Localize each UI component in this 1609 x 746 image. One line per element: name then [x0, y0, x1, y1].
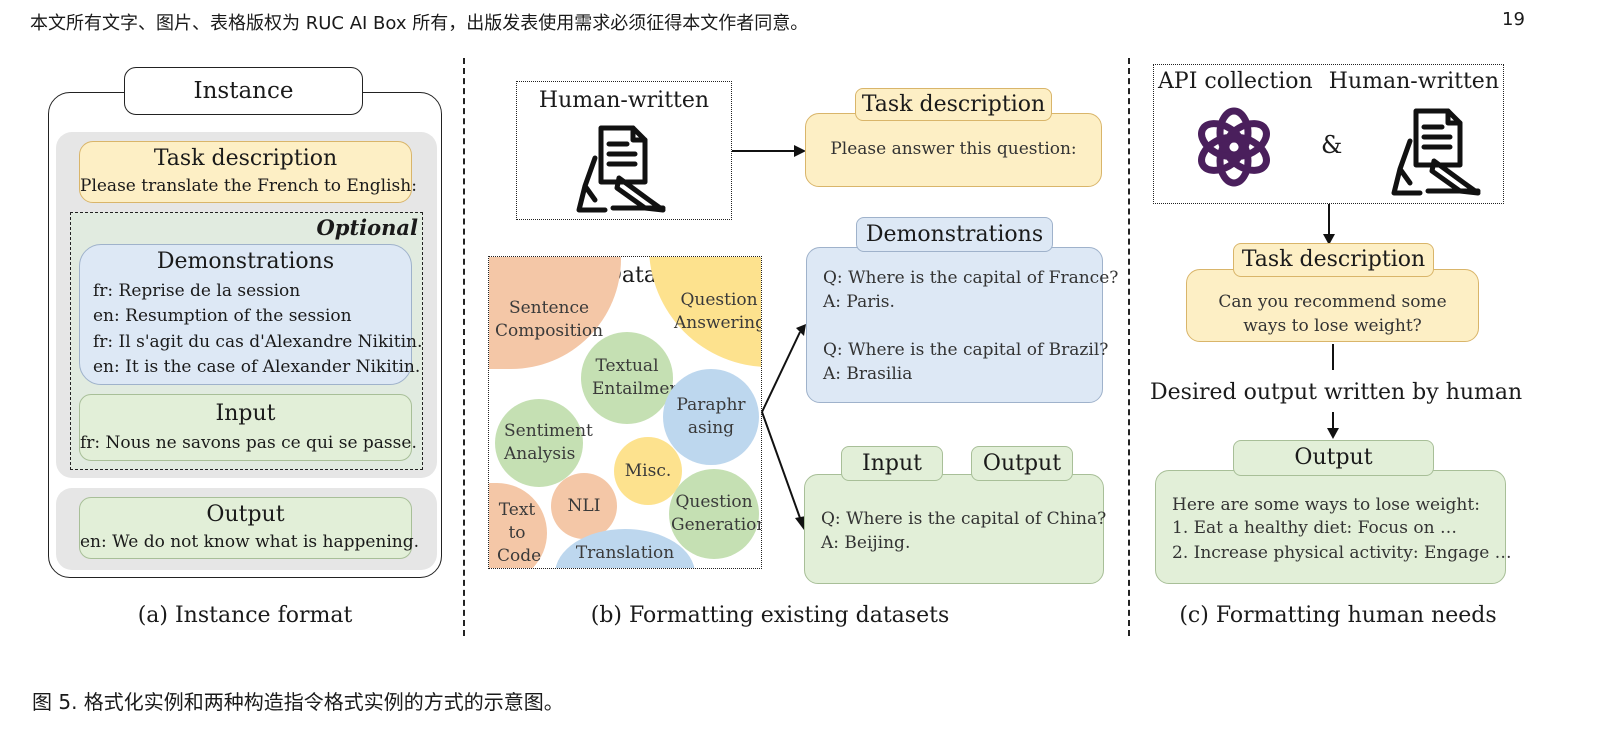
human-written-label: Human-written — [538, 88, 710, 113]
bubble-label: Misc. — [624, 460, 672, 481]
caption-c: (c) Formatting human needs — [1179, 603, 1497, 628]
io-line: Q: Where is the capital of China? — [821, 509, 1107, 529]
bubble-label: Sentiment Analysis — [504, 421, 593, 464]
demo-line: en: Resumption of the session — [93, 306, 352, 326]
bubble-label: Paraphrasing — [676, 395, 746, 438]
arrow-desired-to-output — [1327, 412, 1339, 439]
demo-line: Q: Where is the capital of France? — [823, 268, 1119, 288]
input-title: Input — [215, 401, 276, 426]
demonstrations-box: Demonstrations fr: Reprise de la session… — [79, 244, 422, 385]
output-box: Here are some ways to lose weight: 1. Ea… — [1155, 470, 1512, 584]
task-description-title: Task description — [153, 146, 338, 171]
arrow-human-to-task — [732, 145, 806, 157]
demonstrations-tab: Demonstrations — [856, 217, 1053, 252]
task-description-box: Task description Please translate the Fr… — [79, 141, 417, 203]
connector-line — [1332, 344, 1334, 370]
output-text: en: We do not know what is happening. — [80, 532, 420, 552]
arrow-source-to-task — [1323, 204, 1335, 245]
task-description-tab: Task description — [1233, 243, 1434, 277]
output-line: 1. Eat a healthy diet: Focus on … — [1172, 518, 1457, 538]
page-number: 19 — [1502, 9, 1525, 30]
bubble-label: Text to Code — [497, 499, 542, 566]
demonstrations-title: Demonstrations — [156, 249, 335, 274]
io-line: A: Beijing. — [821, 533, 911, 553]
demo-line: Q: Where is the capital of Brazil? — [823, 340, 1109, 360]
figure-caption: 图 5. 格式化实例和两种构造指令格式实例的方式的示意图。 — [32, 690, 564, 714]
caption-b: (b) Formatting existing datasets — [590, 603, 950, 628]
handwriting-icon — [1391, 108, 1481, 196]
task-description-tab: Task description — [855, 88, 1052, 121]
demo-line: fr: Il s'agit du cas d'Alexandre Nikitin… — [93, 332, 423, 352]
bubble-textual-entailment: Textual Entailment — [581, 332, 688, 424]
task-description-box: Please answer this question: — [805, 113, 1102, 187]
bubble-misc: Misc. — [614, 437, 682, 505]
output-box: Output en: We do not know what is happen… — [79, 497, 420, 559]
output-title: Output — [206, 502, 285, 527]
demonstrations-box: Q: Where is the capital of France? A: Pa… — [806, 247, 1118, 403]
output-line: Here are some ways to lose weight: — [1172, 495, 1480, 515]
output-tab: Output — [1233, 440, 1434, 476]
arrows-datasets-to-examples — [761, 324, 806, 530]
demo-line: A: Paris. — [823, 292, 895, 312]
copyright-notice: 本文所有文字、图片、表格版权为 RUC AI Box 所有，出版发表使用需求必须… — [30, 13, 809, 34]
api-collection-label: API collection — [1158, 69, 1313, 94]
bubble-label: NLI — [567, 495, 601, 516]
divider-right — [1128, 58, 1130, 636]
desired-output-label: Desired output written by human — [1150, 380, 1523, 405]
demo-line: en: It is the case of Alexander Nikitin. — [93, 357, 421, 377]
input-box: Input fr: Nous ne savons pas ce qui se p… — [79, 394, 417, 461]
input-text: fr: Nous ne savons pas ce qui se passe. — [80, 433, 417, 453]
bubble-nli: NLI — [551, 473, 617, 539]
input-output-box: Q: Where is the capital of China? A: Bei… — [804, 474, 1107, 584]
output-tab: Output — [971, 446, 1073, 481]
bubble-paraphrasing: Paraphrasing — [663, 369, 759, 465]
bubble-label: Question Answering — [674, 290, 762, 333]
input-tab: Input — [841, 446, 943, 481]
output-line: 2. Increase physical activity: Engage … — [1172, 543, 1512, 563]
caption-a: (a) Instance format — [137, 603, 353, 628]
instance-label: Instance — [124, 67, 363, 115]
nlp-datasets-box: NLP Datasets Sentence Composition Questi… — [488, 256, 762, 569]
openai-logo-icon — [1198, 107, 1270, 187]
task-description-box: Can you recommend some ways to lose weig… — [1186, 269, 1479, 342]
task-description-text: Please answer this question: — [830, 139, 1077, 159]
handwriting-icon — [576, 125, 666, 213]
bubble-label: Question Generation — [671, 492, 762, 535]
demo-line: A: Brasilia — [823, 364, 913, 384]
human-written-box: Human-written — [516, 81, 732, 220]
task-description-text: Please translate the French to English: — [80, 176, 417, 196]
bubble-label: Translation — [575, 542, 675, 563]
divider-left — [463, 58, 465, 636]
task-description-text: Can you recommend some ways to lose weig… — [1218, 292, 1447, 336]
optional-label: Optional — [316, 215, 418, 240]
demo-line: fr: Reprise de la session — [93, 281, 301, 301]
bubble-question-answering: Question Answering — [649, 257, 762, 367]
bubble-text-to-code: Text to Code — [489, 483, 547, 568]
bubble-label: Sentence Composition — [494, 298, 604, 341]
bubble-sentiment-analysis: Sentiment Analysis — [495, 399, 593, 487]
ampersand: & — [1321, 131, 1343, 159]
bubble-label: Textual Entailment — [592, 356, 688, 399]
human-written-label: Human-written — [1328, 69, 1499, 94]
bubble-question-generation: Question Generation — [669, 469, 762, 559]
source-box: API collection Human-written & — [1153, 64, 1504, 204]
